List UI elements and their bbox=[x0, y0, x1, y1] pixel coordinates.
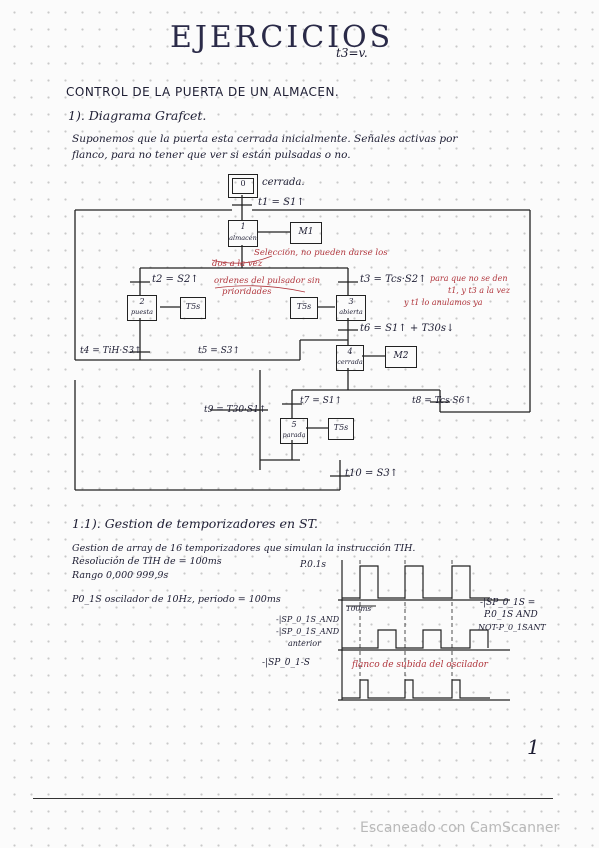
transition-t5: t5 = S3↑ bbox=[198, 346, 241, 356]
step-5: 5 parada bbox=[280, 418, 308, 444]
step-0-number: 0 bbox=[240, 179, 246, 188]
step-1-number: 1 bbox=[240, 222, 246, 231]
action-t5s-2-label: T5s bbox=[185, 302, 201, 311]
step-2: 2 puesta bbox=[127, 295, 157, 321]
page-number: 1 bbox=[527, 735, 540, 759]
section-2-subheading: 1.1). Gestion de temporizadores en ST. bbox=[72, 516, 319, 531]
note-selection-2: dos a la vez bbox=[212, 259, 263, 269]
action-m1-label: M1 bbox=[298, 227, 314, 237]
step-3: 3 abierta bbox=[336, 295, 366, 321]
timing-period: 100ms bbox=[346, 604, 372, 613]
section-2-line-4: P0_1S oscilador de 10Hz, periodo = 100ms bbox=[72, 594, 281, 605]
section-subheading: 1). Diagrama Grafcet. bbox=[68, 108, 207, 123]
title-mark: t3=v. bbox=[336, 46, 368, 60]
step-0-label: cerrada. bbox=[262, 177, 305, 188]
transition-t1: t1 = S1↑ bbox=[258, 197, 305, 208]
section-2-line-3: Rango 0,000 999,9s bbox=[72, 570, 169, 581]
timing-sig-p01s: P.0.1s bbox=[300, 560, 327, 570]
transition-t7: t7 = S1↑ bbox=[300, 396, 343, 406]
timing-sig-and: -|SP_0_1S_AND bbox=[276, 615, 340, 624]
action-m2-label: M2 bbox=[393, 351, 409, 361]
note-t1-t3-2: t1, y t3 a la vez bbox=[448, 286, 510, 295]
step-4: 4 cerrada bbox=[336, 345, 364, 371]
step-5-number: 5 bbox=[291, 420, 297, 429]
action-t5s-5-label: T5s bbox=[333, 423, 349, 432]
step-1: 1 almacén bbox=[228, 220, 258, 247]
transition-t10: t10 = S3↑ bbox=[345, 468, 399, 479]
step-3-name: abierta bbox=[339, 308, 363, 316]
note-t1-t3-3: y t1 lo anulamos ya bbox=[404, 298, 483, 307]
step-2-number: 2 bbox=[139, 297, 145, 306]
step-2-name: puesta bbox=[130, 308, 154, 316]
step-4-number: 4 bbox=[347, 347, 353, 356]
step-1-name: almacén bbox=[229, 234, 257, 242]
camscanner-watermark: Escaneado con CamScanner bbox=[360, 820, 560, 836]
action-m2: M2 bbox=[385, 346, 417, 368]
transition-t9: t9 = T30·S1↑ bbox=[204, 405, 267, 415]
timing-sig-edge: -|SP_0_1-S bbox=[262, 658, 310, 668]
timing-right-2: P.0_1S AND bbox=[484, 610, 538, 620]
action-m1: M1 bbox=[290, 222, 322, 244]
note-t1-t3-1: para que no se den bbox=[430, 274, 508, 283]
step-4-name: cerrada bbox=[337, 358, 363, 366]
section-2-line-2: Resolución de TIH de = 100ms bbox=[72, 556, 222, 567]
timing-note: flanco de subida del oscilador bbox=[352, 660, 488, 670]
timing-sig-and-b: -|SP_0_1S_AND bbox=[276, 627, 340, 636]
transition-t4: t4 = TiH·S3↑ bbox=[80, 346, 142, 356]
section-heading: CONTROL DE LA PUERTA DE UN ALMACEN. bbox=[66, 85, 340, 99]
step-0-initial: 0 bbox=[228, 174, 258, 198]
section-2-line-1: Gestion de array de 16 temporizadores qu… bbox=[72, 543, 416, 554]
note-selection-1: Selección, no pueden darse los bbox=[254, 248, 388, 258]
step-3-number: 3 bbox=[348, 297, 354, 306]
action-t5s-2: T5s bbox=[180, 297, 206, 319]
footer-line bbox=[33, 798, 553, 799]
action-t5s-3: T5s bbox=[290, 297, 318, 319]
note-priority-2: prioridades bbox=[222, 287, 272, 297]
transition-t3: t3 = Tcs·S2↑ bbox=[360, 274, 427, 285]
timing-right-1: -|SP_0_1S = bbox=[480, 598, 536, 608]
transition-t8: t8 = Tcs·S6↑ bbox=[412, 396, 472, 406]
action-t5s-3-label: T5s bbox=[296, 302, 312, 311]
intro-line-2: flanco, para no tener que ver si están p… bbox=[72, 149, 351, 161]
timing-sig-and-c: anterior bbox=[288, 639, 321, 648]
intro-line-1: Suponemos que la puerta esta cerrada ini… bbox=[72, 133, 458, 145]
step-0-inner bbox=[232, 178, 254, 194]
note-priority-1: ordenes del pulsador sin bbox=[214, 276, 321, 286]
transition-t2: t2 = S2↑ bbox=[152, 274, 199, 285]
transition-t6: t6 = S1↑ + T30s↓ bbox=[360, 323, 455, 334]
page-title: EJERCICIOS bbox=[170, 20, 394, 55]
timing-right-3: NOT-P_0_1SANT bbox=[478, 623, 546, 632]
action-t5s-5: T5s bbox=[328, 418, 354, 440]
step-5-name: parada bbox=[282, 431, 306, 439]
